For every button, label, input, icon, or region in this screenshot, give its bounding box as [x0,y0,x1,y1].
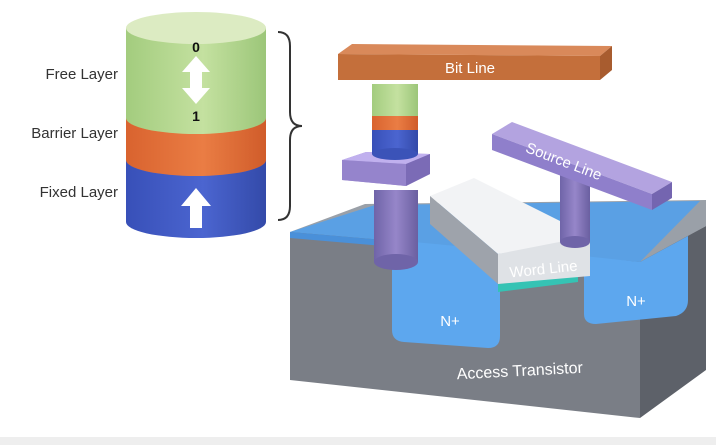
bit-line: Bit Line [338,44,612,80]
word-line-top [430,178,590,254]
source-line-front [492,134,652,210]
source-line-assembly: Source Line [492,122,672,248]
n-plus-left-region [392,240,500,348]
word-line-left-face [430,196,498,284]
pillar-free [372,84,418,116]
bit-line-top [338,44,612,56]
gate-oxide [498,276,578,292]
free-layer-label: Free Layer [45,66,118,83]
bottom-band [0,437,716,445]
n-plus-right-region [584,236,688,324]
word-line-gate: Word Line [430,178,590,292]
mtj-pillar [372,84,418,160]
barrier-layer-label: Barrier Layer [31,125,118,142]
state-1-label: 1 [192,108,200,124]
source-line-end [652,182,672,210]
n-plus-right-label: N+ [626,293,646,310]
state-0-label: 0 [192,39,200,55]
mtj-stack: 0 1 [126,12,266,238]
drain-via [374,190,418,270]
bit-line-front [338,54,600,80]
access-transistor-label: Access Transistor [456,360,584,384]
bit-line-end [600,46,612,80]
double-arrow-icon [182,56,210,104]
pillar-barrier [372,114,418,130]
fixed-layer-label: Fixed Layer [40,184,118,201]
source-line-top [492,122,672,194]
brace-icon [277,31,303,221]
up-arrow-icon [181,188,211,228]
word-line-front-face [498,236,590,284]
n-plus-left-label: N+ [440,313,460,330]
bit-line-label: Bit Line [445,60,495,77]
